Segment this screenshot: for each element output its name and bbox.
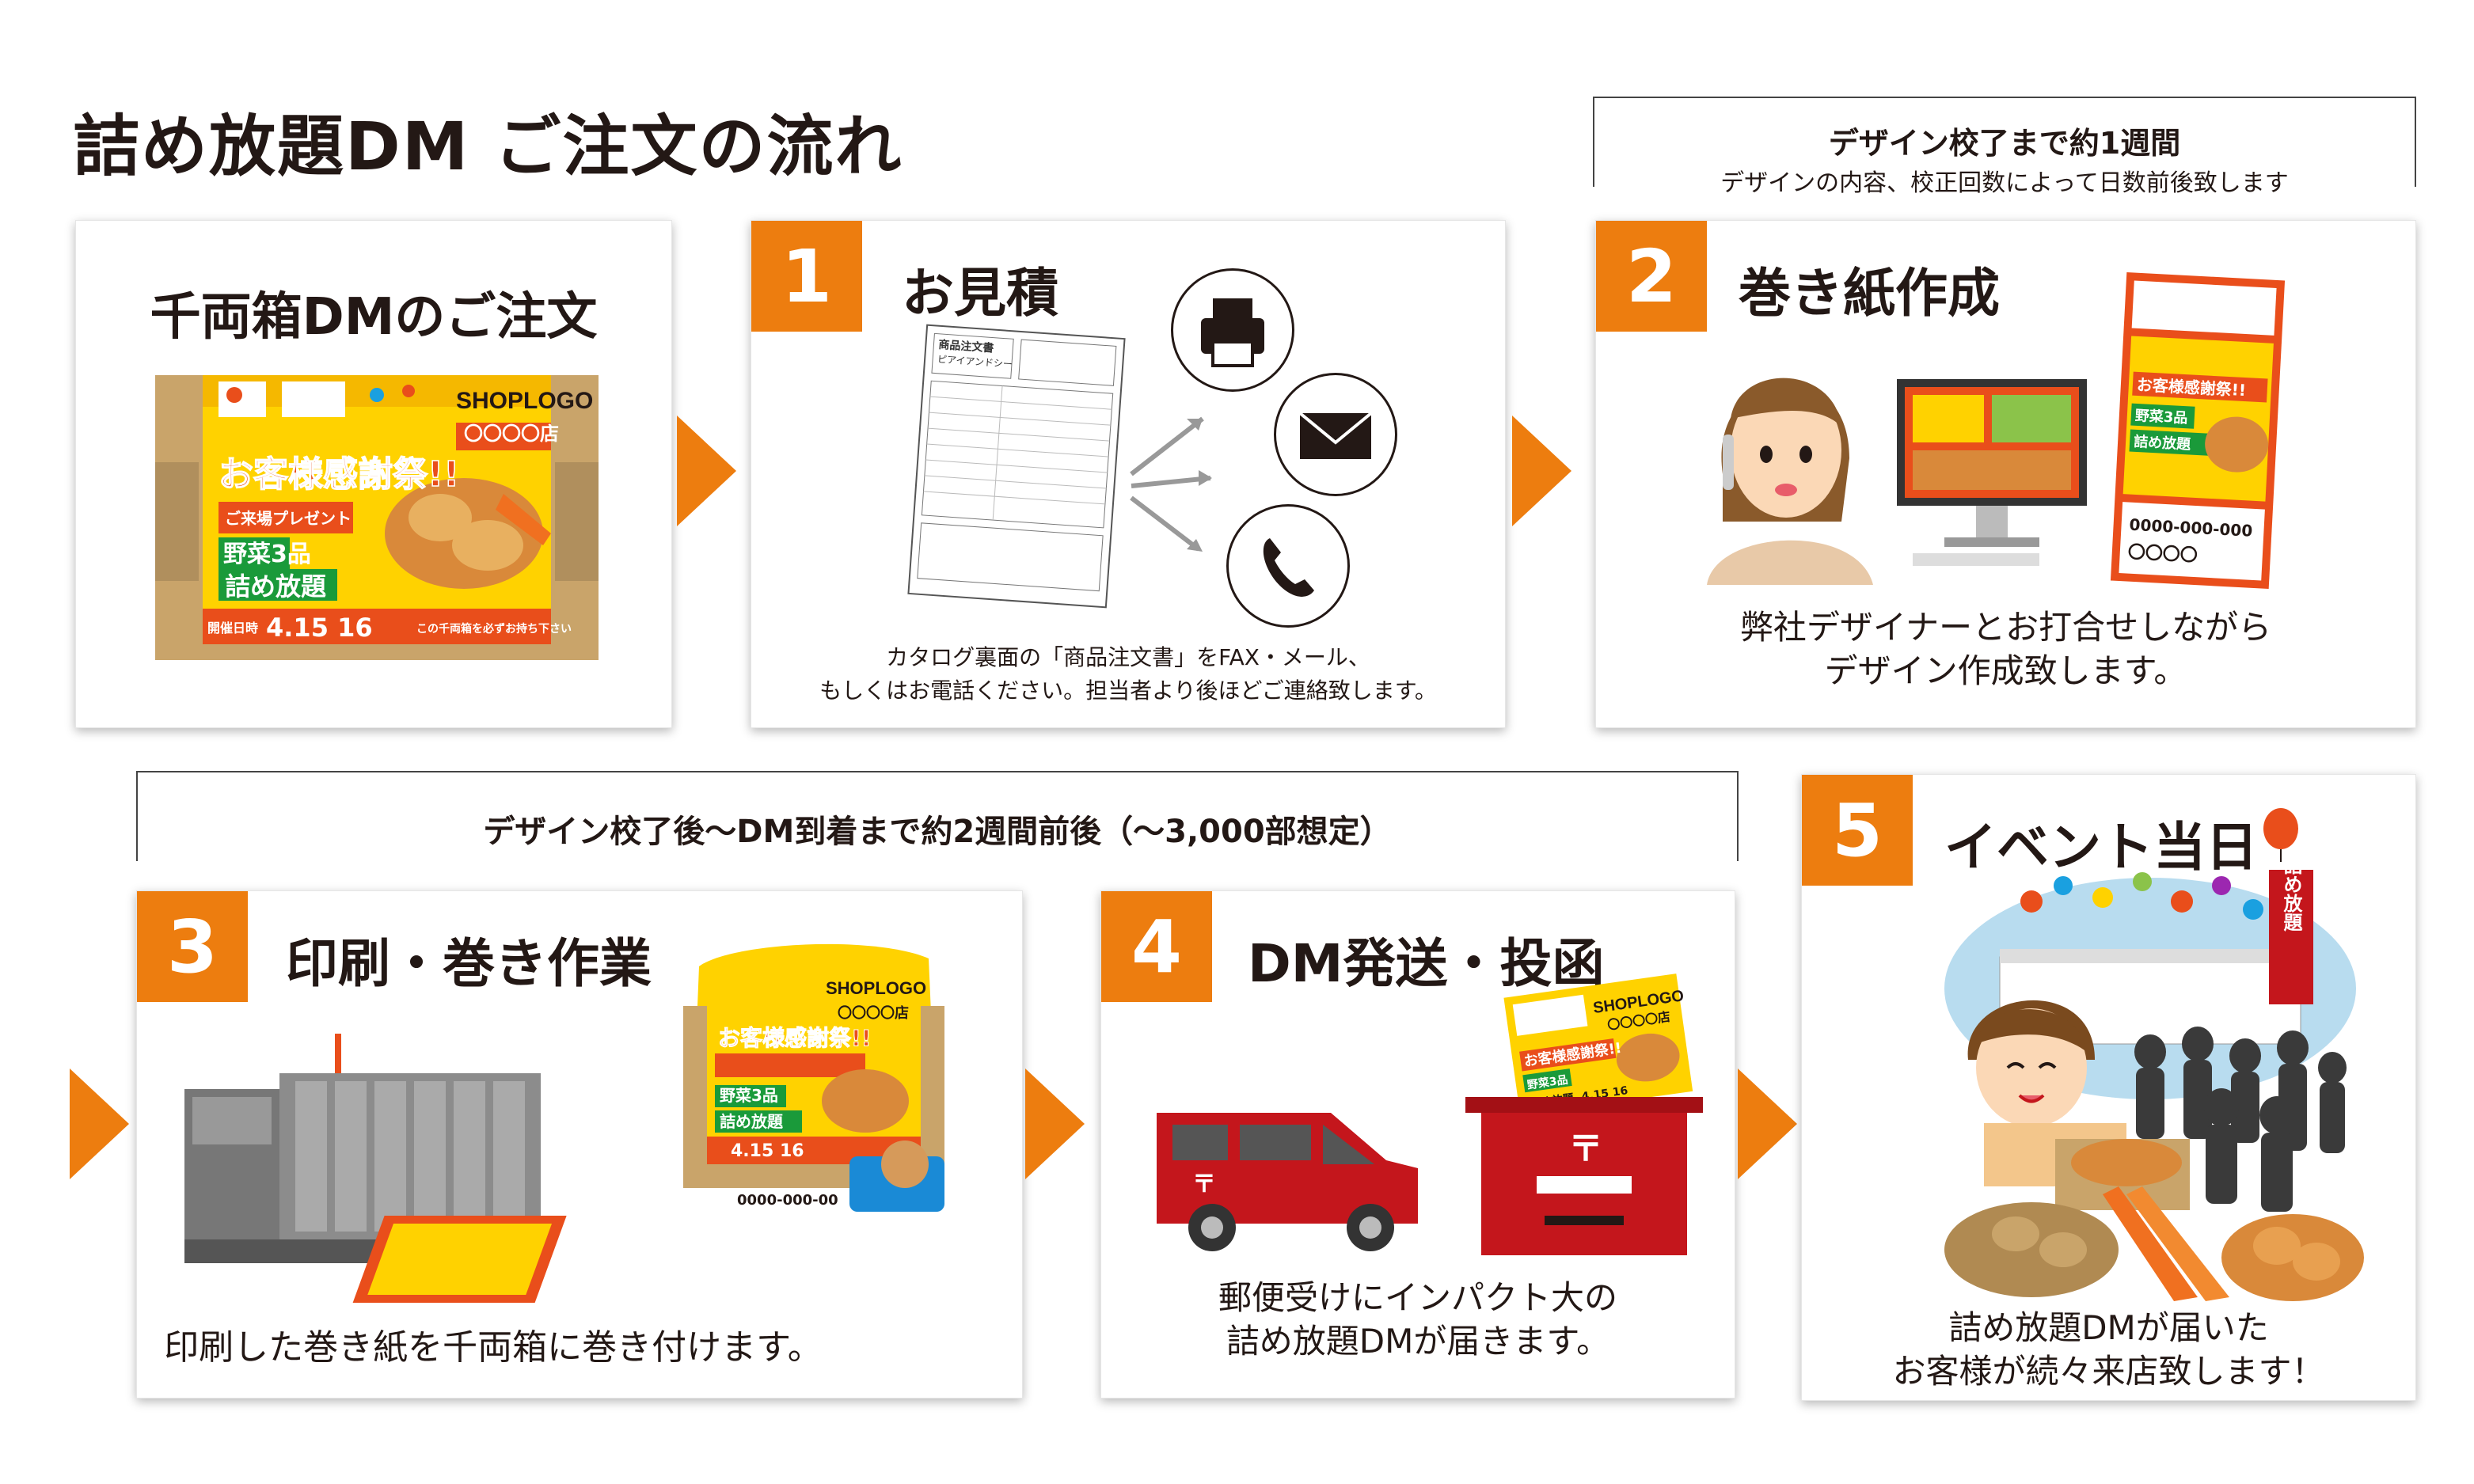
timeline-bottom-bracket: デザイン校了後〜DM到着まで約2週間前後（〜3,000部想定） — [136, 771, 1739, 861]
step-2-description-line1: 弊社デザイナーとお打合せしながら — [1739, 608, 2272, 647]
box-tsume: 詰め放題 — [225, 571, 326, 602]
arrow-right-icon — [1512, 416, 1571, 526]
box-headline: お客様感謝祭!! — [219, 454, 459, 495]
van-postal-mark: 〒 — [1192, 1171, 1216, 1198]
step-3-card: 3 印刷・巻き作業 SHOPLOGO 〇〇〇〇店 お客様感謝祭!! 野菜3品 — [136, 890, 1023, 1399]
step-2-card: 2 巻き紙作成 お客様感謝祭!! 野菜3品 詰め放題 — [1595, 220, 2416, 728]
step-5-card: 5 イベント当日 詰め放題 — [1801, 774, 2416, 1401]
step-1-title: お見積 — [902, 263, 1058, 324]
wrapped-box-illustration: SHOPLOGO 〇〇〇〇店 お客様感謝祭!! 野菜3品 詰め放題 4.15 1… — [683, 943, 944, 1212]
box-veg: 野菜3品 — [223, 541, 311, 568]
timeline-bottom-title: デザイン校了後〜DM到着まで約2週間前後（〜3,000部想定） — [483, 814, 1392, 850]
poster-veg: 野菜3品 — [2134, 408, 2188, 427]
postbox-illustration: SHOPLOGO 〇〇〇〇店 お客様感謝祭!! 野菜3品 詰め放題 4.15 1… — [1465, 974, 1703, 1255]
wrapped-box-tsume: 詰め放題 — [720, 1112, 784, 1131]
step-5-number: 5 — [1802, 775, 1913, 886]
printer-icon — [1171, 268, 1294, 392]
balloon-icon — [2263, 808, 2298, 862]
order-form-company: ピアイアンドシー — [937, 354, 1013, 370]
step-5-title: イベント当日 — [1944, 817, 2258, 878]
connector-arrows — [1130, 416, 1212, 552]
arrow-right-icon — [677, 416, 736, 526]
step-1-card: 1 お見積 商品注文書 ピアイアンドシー — [751, 220, 1506, 728]
timeline-top-bracket: デザイン校了まで約1週間 デザインの内容、校正回数によって日数前後致します — [1593, 97, 2416, 197]
box-note: この千両箱を必ずお持ち下さい — [416, 622, 572, 636]
poster-illustration: お客様感謝祭!! 野菜3品 詰め放題 0000-000-000 〇〇〇〇 — [2110, 272, 2286, 589]
designer-illustration — [1707, 378, 2087, 585]
order-form-title: 商品注文書 — [938, 338, 994, 355]
timeline-top-subtitle: デザインの内容、校正回数によって日数前後致します — [1720, 169, 2289, 197]
postbox-postal-mark: 〒 — [1568, 1129, 1603, 1169]
step-4-description-line2: 詰め放題DMが届きます。 — [1226, 1322, 1610, 1361]
senryobako-box-illustration: SHOPLOGO 〇〇〇〇店 お客様感謝祭!! ご来場プレゼント 野菜3品 詰め… — [155, 375, 599, 660]
step-3-description: 印刷した巻き紙を千両箱に巻き付けます。 — [164, 1327, 823, 1368]
arrow-right-icon — [70, 1068, 129, 1179]
wrapped-box-store: 〇〇〇〇店 — [838, 1004, 909, 1022]
step-1-description-line2: もしくはお電話ください。担当者より後ほどご連絡致します。 — [819, 677, 1437, 704]
arrow-right-icon — [1738, 1068, 1797, 1179]
post-van-illustration: 〒 — [1157, 1113, 1418, 1251]
step-5-description-line2: お客様が続々来店致します！ — [1892, 1352, 2325, 1391]
wrapped-box-date: 4.15 16 — [731, 1141, 804, 1161]
poster-tsume: 詰め放題 — [2134, 433, 2192, 454]
step-3-title: 印刷・巻き作業 — [286, 933, 652, 994]
event-banner: 詰め放題 — [2280, 855, 2303, 932]
box-store: 〇〇〇〇店 — [464, 423, 559, 445]
step-4-card: 4 DM発送・投函 〒 SHOPLOGO 〇〇〇〇店 お客様感謝祭!! 野菜3品… — [1100, 890, 1735, 1399]
step-2-title: 巻き紙作成 — [1739, 263, 2000, 324]
box-logo: SHOPLOGO — [456, 388, 593, 414]
wrapped-box-headline: お客様感謝祭!! — [718, 1025, 872, 1051]
step-2-number: 2 — [1596, 221, 1707, 332]
page-title: 詰め放題DM ご注文の流れ — [73, 108, 903, 185]
phone-icon — [1226, 504, 1350, 628]
wrapped-box-veg: 野菜3品 — [720, 1086, 778, 1105]
step-4-title: DM発送・投函 — [1248, 933, 1605, 994]
step-2-description-line2: デザイン作成致します。 — [1824, 651, 2187, 690]
step-3-number: 3 — [137, 891, 248, 1002]
order-card-title: 千両箱DMのご注文 — [150, 288, 598, 347]
arrow-right-icon — [1025, 1068, 1085, 1179]
wrapped-box-tel: 0000-000-00 — [737, 1192, 838, 1209]
event-scene-illustration: 詰め放題 — [1944, 855, 2364, 1301]
printing-press-illustration — [184, 1034, 567, 1303]
timeline-top-title: デザイン校了まで約1週間 — [1828, 126, 2181, 161]
poster-store: 〇〇〇〇 — [2127, 543, 2198, 567]
envelope-icon — [1274, 373, 1397, 496]
box-present: ご来場プレゼント — [225, 509, 352, 528]
box-date-label: 開催日時 — [207, 621, 258, 636]
step-1-number: 1 — [751, 221, 862, 332]
wrapped-box-logo: SHOPLOGO — [826, 978, 926, 998]
step-4-description-line1: 郵便受けにインパクト大の — [1218, 1278, 1617, 1317]
order-card: 千両箱DMのご注文 SHOPLOGO 〇〇〇〇店 お客様感謝祭!! ご来場プレゼ… — [75, 220, 672, 728]
step-4-number: 4 — [1101, 891, 1212, 1002]
order-form-illustration: 商品注文書 ピアイアンドシー — [907, 324, 1126, 609]
box-date: 4.15 16 — [266, 613, 373, 643]
step-5-description-line1: 詰め放題DMが届いた — [1948, 1308, 2269, 1347]
step-1-description-line1: カタログ裏面の「商品注文書」をFAX・メール、 — [886, 644, 1370, 670]
